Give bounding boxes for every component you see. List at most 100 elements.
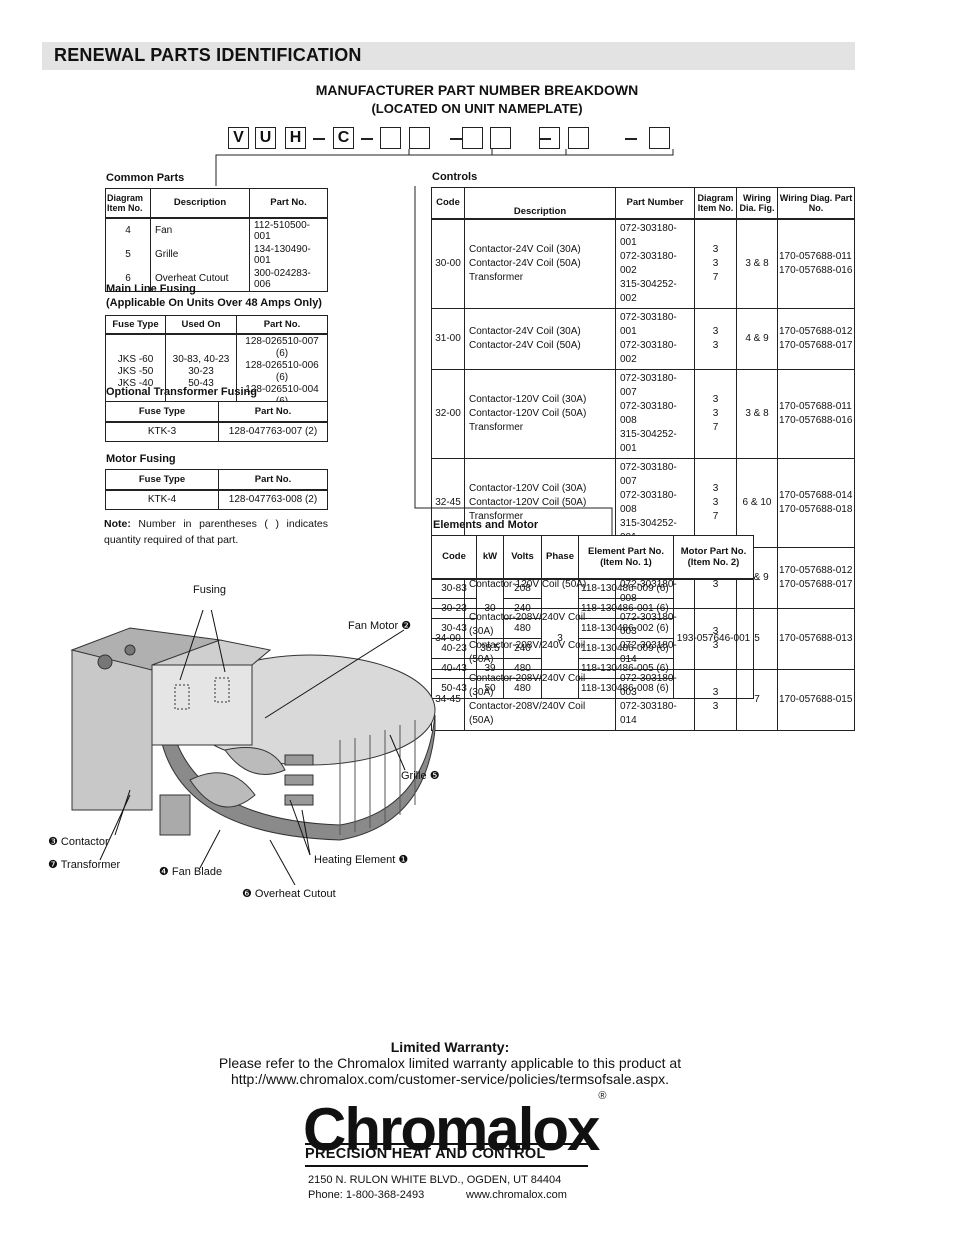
cell: 128-047763-007 (2) xyxy=(218,420,328,442)
cell-line: 3 xyxy=(712,407,719,419)
part-no: 128-026510-006 (6) xyxy=(245,359,319,383)
cell: 30-00 xyxy=(431,217,465,309)
cell: 170-057688-013 xyxy=(777,607,855,670)
header-description: Description xyxy=(464,187,616,219)
logo-text: Chromalox xyxy=(303,1096,600,1163)
table-row: 30-23 240 118-130486-001 (6) xyxy=(431,598,754,619)
pn-dash xyxy=(625,138,637,140)
control-box xyxy=(71,649,153,811)
label-heating-element: Heating Element ❶ xyxy=(314,854,409,866)
label-transformer: ❼ Transformer xyxy=(48,859,121,871)
table-row: 40-43 39 480 118-130486-005 (6) xyxy=(431,658,754,679)
header-code: Code xyxy=(431,187,465,219)
note-label: Note: xyxy=(104,518,131,530)
warranty-line-2: http://www.chromalox.com/customer-servic… xyxy=(230,1071,670,1087)
header-description: Description xyxy=(150,188,250,218)
pn-box-2: U xyxy=(255,127,276,149)
logo-rule-bottom xyxy=(305,1165,588,1167)
cell: 118-130486-009 (6) xyxy=(578,638,674,659)
heater-illustration xyxy=(45,610,436,886)
table-row: 30-83 30 208 3 118-130486-009 (6) 193-05… xyxy=(431,577,754,699)
address: 2150 N. RULON WHITE BLVD., OGDEN, UT 844… xyxy=(308,1174,562,1186)
cell-line: 072-303180-002 xyxy=(620,339,677,365)
cell-line: Contactor-24V Coil (50A) xyxy=(469,257,581,269)
header-fuse-type: Fuse Type xyxy=(105,469,219,490)
cell: 072-303180-007072-303180-008315-304252-0… xyxy=(615,457,695,548)
cell: 3 & 8 xyxy=(736,217,778,309)
cell: KTK-3 xyxy=(105,420,219,442)
cell: 30 xyxy=(476,577,504,639)
fusing-box xyxy=(151,664,253,746)
cell-line: 3 xyxy=(712,339,719,351)
pn-box-10 xyxy=(568,127,589,149)
cell-line: 3 xyxy=(712,496,719,508)
cell: Contactor-120V Coil (30A)Contactor-120V … xyxy=(464,368,616,459)
registered-mark: ® xyxy=(598,1090,606,1102)
banner-title: RENEWAL PARTS IDENTIFICATION xyxy=(54,45,362,65)
header-diagram-item: Diagram Item No. xyxy=(694,187,737,219)
cell-line: Contactor-120V Coil (30A) xyxy=(469,393,587,405)
cell-line: 072-303180-008 xyxy=(620,400,677,426)
cell-line: 072-303180-001 xyxy=(620,222,677,248)
main-line-fusing-title: Main Line Fusing xyxy=(106,283,196,295)
cell-line: 072-303180-007 xyxy=(620,461,677,487)
cell-line: 3 xyxy=(712,257,719,269)
label-grille: Grille ❺ xyxy=(401,770,440,782)
cell: 170-057688-015 xyxy=(777,668,855,731)
table-row: 4 Fan 112-510500-001 xyxy=(105,216,328,243)
common-parts-table: Diagram Item No. Description Part No. 4 … xyxy=(105,188,328,292)
cell: 480 xyxy=(503,658,542,679)
motor-fusing-title: Motor Fusing xyxy=(106,453,176,465)
transformer-fusing-table: Fuse Type Part No. KTK-3 128-047763-007 … xyxy=(105,401,328,442)
table-row: 5 Grille 134-130490-001 xyxy=(105,242,328,267)
cell: 118-130486-002 (6) xyxy=(578,618,674,639)
label-contactor: ❸ Contactor xyxy=(48,836,109,848)
controls-title: Controls xyxy=(432,171,478,183)
label-fan-blade: ❹ Fan Blade xyxy=(159,866,223,878)
parentheses-note: Note: Number in parentheses ( ) indicate… xyxy=(104,516,328,548)
cell: JKS -60 JKS -50 JKS -40 xyxy=(105,332,166,410)
cell: 4 & 9 xyxy=(736,307,778,370)
cell-line: 170-057688-013 xyxy=(779,632,853,644)
header-motor-part: Motor Part No. (Item No. 2) xyxy=(673,535,754,579)
pn-box-4: C xyxy=(333,127,354,149)
cell: 240 xyxy=(503,638,542,659)
cell: 4 xyxy=(105,216,151,243)
cell-line: 170-057688-012 xyxy=(779,564,853,576)
table-row: KTK-4 128-047763-008 (2) xyxy=(105,488,328,510)
cell-line: Contactor-120V Coil (50A) xyxy=(469,496,587,508)
table-row: KTK-3 128-047763-007 (2) xyxy=(105,420,328,442)
cell: 30-83, 40-23 30-23 50-43 xyxy=(165,332,237,410)
cell-line: 3 xyxy=(712,393,719,405)
cell: 240 xyxy=(503,598,542,619)
cell: 3 & 8 xyxy=(736,368,778,459)
cell-line: 315-304252-001 xyxy=(620,428,677,454)
table-row: 30-43 480 118-130486-002 (6) xyxy=(431,618,754,639)
used-on: 50-43 xyxy=(188,377,214,389)
pn-dash xyxy=(313,138,325,140)
motor-fusing-table: Fuse Type Part No. KTK-4 128-047763-008 … xyxy=(105,469,328,510)
header-kw: kW xyxy=(476,535,504,579)
cell-line: 170-057688-018 xyxy=(779,503,853,515)
cell: 193-057646-001 xyxy=(673,577,754,699)
pn-dash xyxy=(450,138,462,140)
cell: KTK-4 xyxy=(105,488,219,510)
cell: Fan xyxy=(150,216,250,243)
used-on: 30-23 xyxy=(188,365,214,377)
breakdown-title: MANUFACTURER PART NUMBER BREAKDOWN xyxy=(315,82,639,98)
breakdown-subtitle: (LOCATED ON UNIT NAMEPLATE) xyxy=(371,101,583,116)
table-row: JKS -60 JKS -50 JKS -40 30-83, 40-23 30-… xyxy=(105,332,328,410)
cell-line: 3 xyxy=(712,700,719,712)
cell-line: 3 xyxy=(712,482,719,494)
fuse-type: JKS -60 xyxy=(117,353,154,365)
warranty-line-1: Please refer to the Chromalox limited wa… xyxy=(218,1055,682,1071)
label-overheat-cutout: ❻ Overheat Cutout xyxy=(242,888,336,900)
cell: 32-00 xyxy=(431,368,465,459)
cell: 112-510500-001 xyxy=(249,216,328,243)
cell-line: 072-303180-001 xyxy=(620,311,677,337)
header-used-on: Used On xyxy=(165,315,237,334)
